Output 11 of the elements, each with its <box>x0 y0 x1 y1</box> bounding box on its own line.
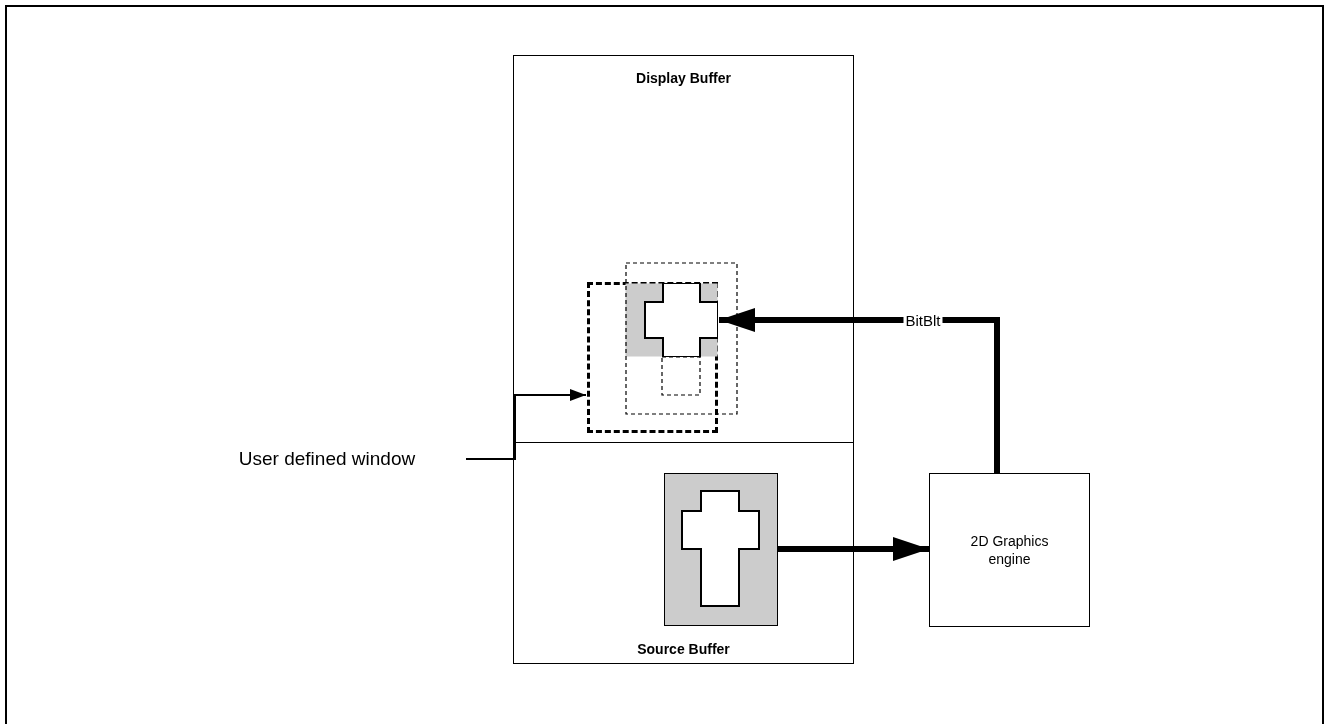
leader-text: User defined window <box>238 448 416 470</box>
buffer-box <box>513 442 854 664</box>
arrow <box>778 537 929 561</box>
buffer-title: Source Buffer <box>637 641 730 657</box>
engine-box <box>929 473 1090 627</box>
engine-label: 2D Graphics engine <box>969 531 1050 569</box>
arrow <box>465 389 587 460</box>
buffer-title: Display Buffer <box>636 70 731 86</box>
dashed-window-box <box>587 282 718 433</box>
arrow <box>719 308 1000 473</box>
buffer-box <box>513 55 854 443</box>
